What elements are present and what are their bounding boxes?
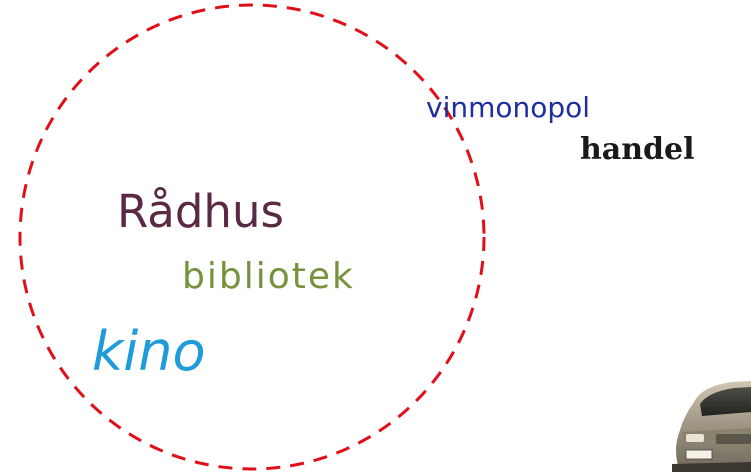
car-icon <box>672 381 751 472</box>
word-kino: kino <box>92 320 206 383</box>
word-radhus: Rådhus <box>117 185 284 238</box>
word-handel: handel <box>580 132 695 167</box>
word-vinmonopol: vinmonopol <box>426 91 591 124</box>
word-bibliotek: bibliotek <box>182 256 355 297</box>
